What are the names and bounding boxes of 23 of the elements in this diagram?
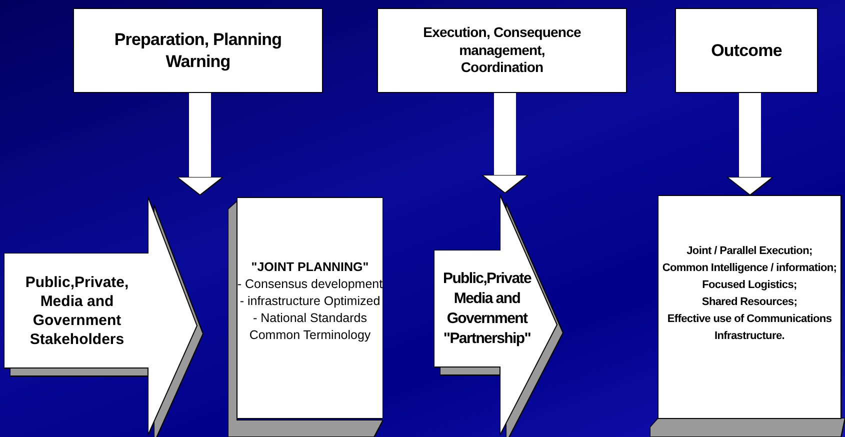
arrow-text: Public,Private, Media and Government Stakeholders bbox=[24, 272, 130, 348]
panel-text: Common Terminology bbox=[249, 327, 371, 344]
panel-text: Focused Logistics; bbox=[702, 278, 797, 293]
panel-text: - Consensus development bbox=[237, 276, 383, 293]
callout-box bbox=[73, 8, 323, 93]
down-arrow bbox=[726, 93, 774, 196]
panel-text: Effective use of Communications Infrastructure. bbox=[666, 312, 833, 344]
panel-text: Joint / Parallel Execution; bbox=[686, 244, 812, 259]
panel-text: Shared Resources; bbox=[702, 295, 798, 310]
callout-text: Preparation, Planning Warning bbox=[114, 29, 282, 72]
panel-text: "JOINT PLANNING" bbox=[251, 259, 369, 276]
panel-text: - infrastructure Optimized bbox=[240, 293, 380, 310]
panel-text: - National Standards bbox=[253, 310, 367, 327]
arrow-text: Public,Private Media and Government "Partnership" bbox=[442, 268, 532, 348]
text-panel bbox=[228, 197, 383, 437]
callout-box bbox=[377, 8, 627, 93]
panel-text: Common Intelligence / information; bbox=[662, 261, 837, 276]
callout-text: Execution, Consequence management, Coordination bbox=[422, 24, 582, 77]
down-arrow bbox=[482, 93, 528, 194]
text-panel bbox=[650, 195, 845, 437]
down-arrow bbox=[176, 93, 224, 196]
callout-box bbox=[675, 8, 818, 93]
callout-text: Outcome bbox=[711, 40, 782, 62]
